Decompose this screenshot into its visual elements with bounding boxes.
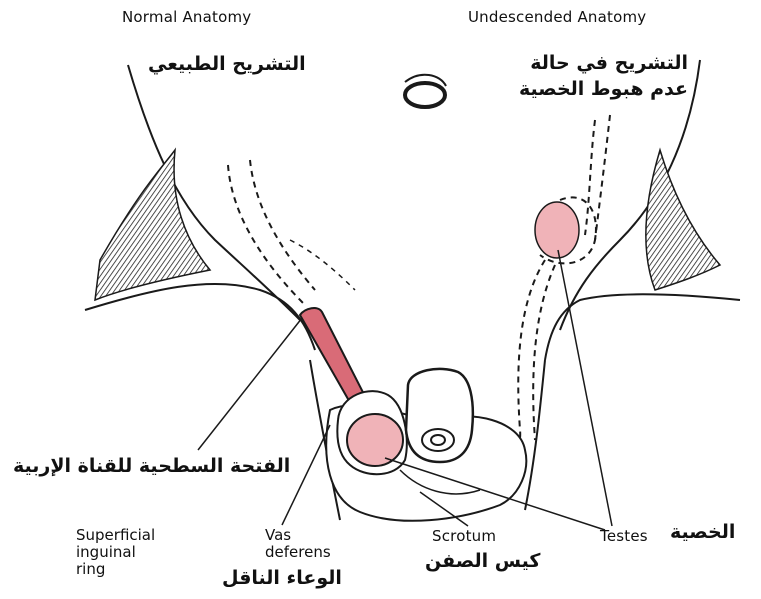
right-descent-path [585,120,595,235]
undescended-anatomy-heading: Undescended Anatomy [468,8,646,26]
undescended-ar-line-1: التشريح في حالة [510,50,688,76]
testes-label-ar: الخصية [670,521,735,543]
right-inner-thigh [525,360,545,510]
ring-line-2: inguinal [76,544,155,561]
ring-line-1: Superficial [76,527,155,544]
vas-deferens-label-ar: الوعاء الناقل [222,567,342,589]
ring-line-3: ring [76,561,155,578]
undescended-anatomy-heading-ar: التشريح في حالة عدم هبوط الخصية [510,50,688,102]
testes-pointer-2 [558,250,612,526]
left-inguinal-canal [228,165,305,305]
undescended-ar-line-2: عدم هبوط الخصية [510,76,688,102]
superficial-ring-label: Superficial inguinal ring [76,527,155,578]
normal-anatomy-heading: Normal Anatomy [122,8,251,26]
right-groin-shading [646,150,720,290]
right-thigh-line [545,294,740,360]
undescended-testis [535,202,579,258]
vas-line-1: Vas [265,527,331,544]
descended-testis [347,414,403,466]
scrotum-label: Scrotum [432,527,496,545]
superficial-ring-label-ar: الفتحة السطحية للقناة الإربية [13,455,290,477]
left-thigh-line [85,284,315,350]
normal-anatomy-heading-ar: التشريح الطبيعي [148,53,306,75]
testes-label: Testes [600,527,648,545]
ring-pointer [198,318,302,450]
vas-line-2: deferens [265,544,331,561]
scrotum-label-ar: كيس الصفن [425,550,540,572]
vas-deferens-label: Vas deferens [265,527,331,561]
left-groin-shading [95,150,210,300]
navel [405,83,445,107]
